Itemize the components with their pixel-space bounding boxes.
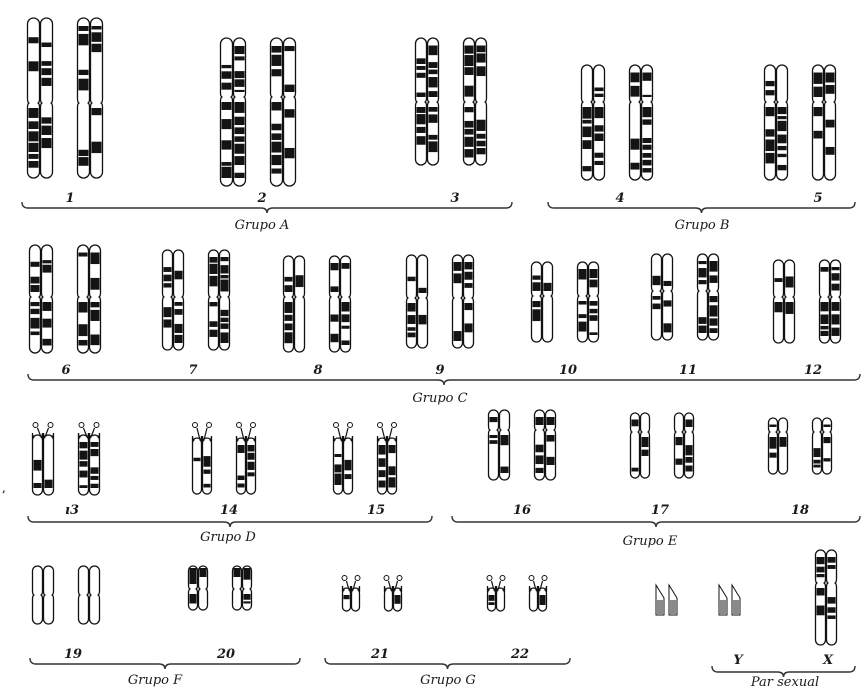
group-G-bracket xyxy=(325,658,570,669)
chromosome-Y xyxy=(656,585,677,615)
group-F-label: Grupo F xyxy=(128,673,183,688)
chromosome-3-a xyxy=(416,38,439,165)
chromosome-number-label: 15 xyxy=(367,503,385,518)
chromosome-19-b xyxy=(79,566,100,624)
chromosome-7-a xyxy=(163,250,184,350)
chromosome-21-b xyxy=(384,576,402,612)
chromosome-number-label: 4 xyxy=(615,191,624,206)
chromosome-number-label: 11 xyxy=(679,363,697,378)
chromosome-number-label: 10 xyxy=(559,363,577,378)
chromosome-number-label: Y xyxy=(733,653,744,668)
chromosome-14-a xyxy=(193,423,212,495)
chromosome-number-label: 21 xyxy=(370,647,389,662)
chromosome-9-b xyxy=(453,255,474,348)
chromosome-11-b xyxy=(698,254,719,340)
chromosome-1-b xyxy=(78,18,103,178)
chromosome-2-a xyxy=(221,38,246,186)
chromosome-10-a xyxy=(532,262,553,342)
chromosome-ı3-b xyxy=(79,423,100,496)
group-E-label: Grupo E xyxy=(623,534,678,549)
chromosome-number-label: 3 xyxy=(450,191,459,206)
chromosome-number-label: 5 xyxy=(813,191,822,206)
group-A-bracket xyxy=(22,202,512,213)
chromosome-number-label: 18 xyxy=(791,503,809,518)
group-sex-label: Par sexual xyxy=(750,675,819,690)
chromosome-number-label: 9 xyxy=(435,363,444,378)
group-D-label: Grupo D xyxy=(200,530,256,545)
chromosome-4-a xyxy=(582,65,605,180)
chromosome-7-b xyxy=(209,250,230,350)
chromosome-11-a xyxy=(652,254,673,340)
chromosome-1-a xyxy=(28,18,53,178)
chromosome-10-b xyxy=(578,262,599,342)
chromosome-14-b xyxy=(237,423,256,495)
chromosome-12-a xyxy=(774,260,795,343)
group-B-bracket xyxy=(548,202,855,213)
chromosome-6-b xyxy=(78,245,101,353)
chromosome-21-a xyxy=(342,576,360,612)
chromosome-8-b xyxy=(330,256,351,352)
chromosome-number-label: 20 xyxy=(216,647,235,662)
chromosome-6-a xyxy=(30,245,53,353)
chromosome-number-label: 16 xyxy=(513,503,531,518)
chromosome-22-a xyxy=(487,576,505,612)
chromosome-number-label: 12 xyxy=(804,363,822,378)
chromosome-16-a xyxy=(489,410,510,480)
chromosome-12-b xyxy=(820,260,841,343)
chromosome-15-a xyxy=(334,423,353,495)
chromosome-Y-copy xyxy=(719,585,740,615)
chromosome-8-a xyxy=(284,256,305,352)
chromosome-20-a xyxy=(189,566,208,610)
chromosome-22-b xyxy=(529,576,547,612)
chromosome-X xyxy=(816,550,837,645)
chromosome-9-a xyxy=(407,255,428,348)
chromosome-5-b xyxy=(813,65,836,180)
chromosome-number-label: 14 xyxy=(220,503,238,518)
chromosome-ı3-a xyxy=(33,423,54,496)
chromosome-number-label: 22 xyxy=(510,647,529,662)
chromosome-number-label: 17 xyxy=(651,503,669,518)
group-B-label: Grupo B xyxy=(675,218,730,233)
group-C-label: Grupo C xyxy=(412,391,467,406)
chromosome-number-label: 7 xyxy=(188,363,197,378)
chromosome-2-b xyxy=(271,38,296,186)
chromosome-3-b xyxy=(464,38,487,165)
chromosome-4-b xyxy=(630,65,653,180)
chromosome-number-label: 6 xyxy=(61,363,70,378)
chromosome-17-a xyxy=(631,413,650,478)
chromosome-16-b xyxy=(535,410,556,480)
chromosome-18-b xyxy=(813,418,832,474)
group-G-label: Grupo G xyxy=(420,673,476,688)
chromosome-number-label: 19 xyxy=(64,647,82,662)
chromosome-number-label: X xyxy=(822,653,834,668)
chromosome-20-b xyxy=(233,566,252,610)
chromosome-number-label: 2 xyxy=(256,191,266,206)
chromosome-5-a xyxy=(765,65,788,180)
chromosome-15-b xyxy=(378,423,397,495)
chromosome-18-a xyxy=(769,418,788,474)
chromosome-number-label: 8 xyxy=(313,363,322,378)
chromosome-number-label: 1 xyxy=(65,191,74,206)
chromosome-19-a xyxy=(33,566,54,624)
chromosome-17-b xyxy=(675,413,694,478)
chromosome-number-label: ı3 xyxy=(65,503,79,518)
group-A-label: Grupo A xyxy=(235,218,290,233)
